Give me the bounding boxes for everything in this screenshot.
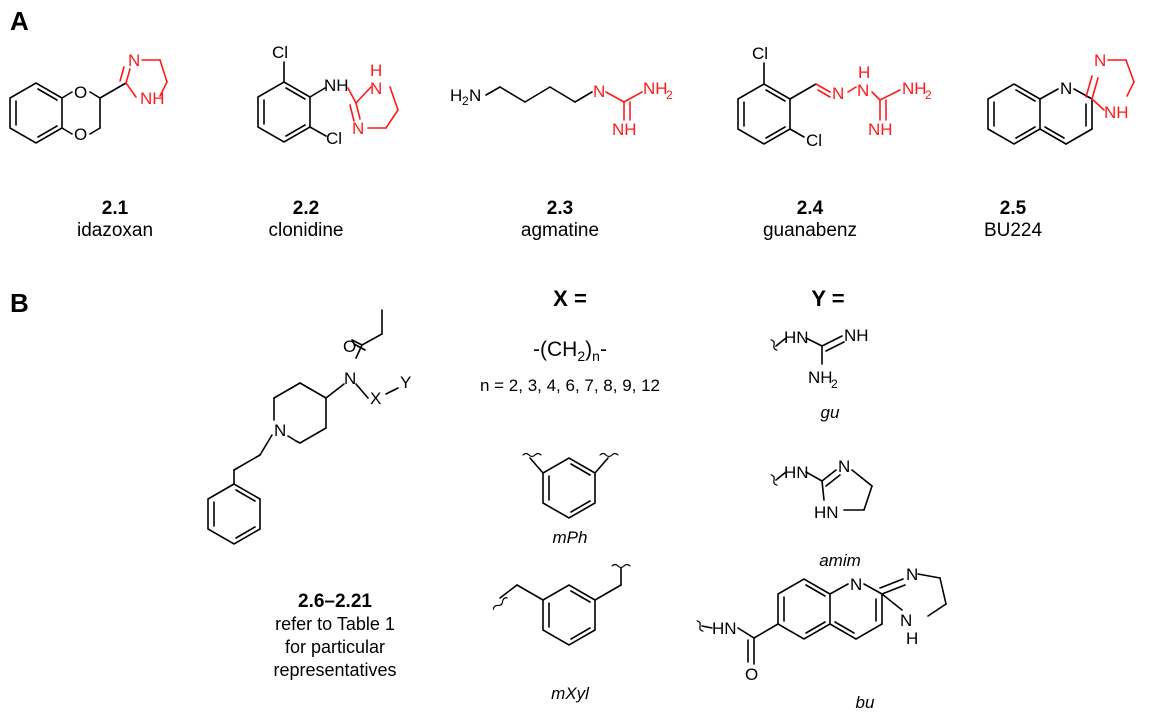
- compound-number: 2.1: [101, 198, 129, 219]
- atom-h: H: [906, 629, 918, 648]
- atom-hn: HN: [712, 619, 737, 638]
- series-note-line-1: refer to Table 1: [275, 614, 395, 634]
- compound-name: clonidine: [268, 220, 344, 241]
- x-chain-suffix: -: [599, 338, 607, 361]
- compound-label-2-5: 2.5 BU224: [958, 198, 1068, 242]
- panel-label-a: A: [10, 6, 29, 36]
- compound-name: agmatine: [520, 220, 600, 241]
- y-option-gu: gu: [820, 403, 840, 422]
- structure-x-mph: [522, 452, 619, 519]
- panel-label-b: B: [10, 288, 29, 318]
- atom-n: N: [352, 119, 364, 138]
- compound-name: BU224: [983, 220, 1043, 241]
- atom-nh: NH: [324, 76, 349, 95]
- atom-cl: Cl: [806, 131, 822, 150]
- atom-n: N: [838, 457, 850, 476]
- structure-y-gu: [770, 335, 845, 365]
- atom-y: Y: [400, 373, 411, 392]
- atom-x: X: [370, 389, 381, 408]
- compound-number: 2.2: [292, 198, 320, 219]
- atom-n: N: [1094, 51, 1106, 70]
- structure-core-scaffold: [207, 309, 399, 545]
- series-note-line-3: representatives: [273, 660, 397, 680]
- atom-h: H: [370, 61, 382, 80]
- atom-n: N: [850, 575, 862, 594]
- series-label: 2.6–2.21 refer to Table 1 for particular…: [235, 590, 435, 682]
- x-option-mph: mPh: [552, 528, 588, 547]
- compound-number: 2.3: [546, 198, 574, 219]
- compound-label-2-2: 2.2 clonidine: [251, 198, 361, 242]
- series-number: 2.6–2.21: [298, 591, 372, 612]
- atom-h2n-h: H: [450, 86, 462, 105]
- atom-nh2: NH: [902, 79, 927, 98]
- atom-n: N: [344, 369, 356, 388]
- atom-h2n-n: N: [469, 86, 481, 105]
- structure-x-mxyl: [492, 563, 631, 646]
- x-option-mxyl: mXyl: [551, 684, 589, 703]
- atom-nh: NH: [612, 120, 637, 139]
- y-header: Y =: [811, 286, 845, 311]
- atom-n: N: [1060, 79, 1072, 98]
- compound-name: idazoxan: [76, 220, 154, 241]
- atom-nh: NH: [140, 89, 165, 108]
- atom-n: N: [832, 84, 844, 103]
- atom-hn: HN: [784, 463, 809, 482]
- y-option-amim: amim: [819, 551, 861, 570]
- structure-2-1: [9, 59, 168, 144]
- x-chain-prefix: -(CH: [533, 338, 578, 361]
- atom-n: N: [370, 79, 382, 98]
- atom-o: O: [343, 337, 356, 356]
- atom-o: O: [74, 125, 87, 144]
- compound-label-2-1: 2.1 idazoxan: [60, 198, 170, 242]
- x-chain-sub-n: n: [592, 348, 600, 365]
- atom-hn: HN: [784, 328, 809, 347]
- x-n-values: n = 2, 3, 4, 6, 7, 8, 9, 12: [479, 376, 661, 395]
- structure-2-2: [257, 61, 399, 143]
- atom-o: O: [74, 83, 87, 102]
- structure-2-4: [737, 62, 901, 145]
- structure-2-5: [987, 59, 1135, 145]
- x-header: X =: [553, 286, 587, 311]
- atom-nh2-subscript: 2: [666, 88, 673, 102]
- compound-label-2-3: 2.3 agmatine: [505, 198, 615, 242]
- atom-nh2: NH: [643, 79, 668, 98]
- atom-nh2: NH: [808, 368, 833, 387]
- atom-n: N: [274, 421, 286, 440]
- atom-cl: Cl: [272, 43, 288, 62]
- atom-h2n-subscript: 2: [462, 94, 469, 108]
- x-chain-mid: ): [585, 338, 593, 361]
- atom-nh2-subscript: 2: [831, 377, 838, 391]
- y-option-bu: bu: [855, 693, 875, 712]
- atom-nh2-subscript: 2: [925, 88, 932, 102]
- atom-nh: NH: [868, 120, 893, 139]
- atom-n: N: [900, 611, 912, 630]
- atom-o: O: [745, 665, 758, 684]
- atom-nh: NH: [1104, 103, 1129, 122]
- atom-cl: Cl: [326, 129, 342, 148]
- structure-y-amim: [770, 469, 873, 511]
- x-chain-sub-1: 2: [577, 348, 586, 365]
- atom-nh: NH: [844, 326, 869, 345]
- atom-n: N: [906, 565, 918, 584]
- x-chain-formula: -(CH2)n-: [480, 338, 660, 364]
- atom-h: H: [858, 63, 870, 82]
- compound-number: 2.4: [796, 198, 824, 219]
- compound-label-2-4: 2.4 guanabenz: [750, 198, 870, 242]
- atom-n: N: [593, 82, 605, 101]
- atom-n: N: [857, 81, 869, 100]
- atom-n: N: [128, 51, 140, 70]
- structure-y-bu: [696, 573, 947, 665]
- structure-2-3: [485, 86, 643, 121]
- compound-name: guanabenz: [762, 220, 858, 241]
- compound-number: 2.5: [999, 198, 1027, 219]
- series-note-line-2: for particular: [284, 637, 386, 657]
- atom-cl: Cl: [752, 44, 768, 63]
- atom-hn: HN: [814, 503, 839, 522]
